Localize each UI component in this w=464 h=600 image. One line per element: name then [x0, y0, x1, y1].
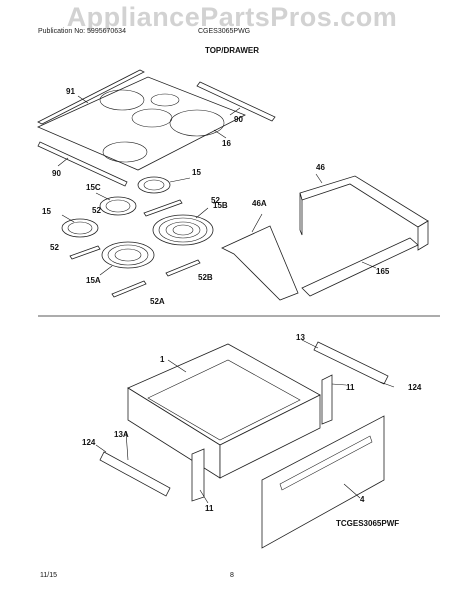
rail-165 — [301, 237, 419, 297]
element-15c — [137, 176, 171, 194]
label-52a: 52A — [150, 297, 165, 306]
label-15b: 15B — [213, 201, 228, 210]
label-4: 4 — [360, 495, 365, 504]
label-1: 1 — [160, 355, 165, 364]
bracket-52-left — [69, 245, 101, 260]
publication-number: Publication No: 5995670634 — [38, 28, 126, 35]
label-165: 165 — [376, 267, 390, 276]
bracket-52b — [165, 259, 201, 277]
label-15c: 15C — [86, 183, 101, 192]
element-15-left — [99, 196, 137, 216]
trim-90-front — [37, 141, 128, 187]
slide-13 — [313, 341, 389, 385]
label-11-left: 11 — [205, 504, 214, 513]
drawer-front — [261, 415, 385, 549]
label-90-rear: 90 — [234, 115, 243, 124]
label-52-right: 52 — [211, 196, 220, 205]
label-11-right: 11 — [346, 383, 355, 392]
slide-13a — [99, 451, 171, 497]
leader-lines — [57, 95, 395, 504]
label-13: 13 — [296, 333, 305, 342]
page-number: 8 — [230, 572, 234, 579]
element-15-small — [61, 218, 99, 238]
label-15-top: 15 — [192, 168, 201, 177]
drawer-body — [127, 343, 321, 479]
model-number: CGES3065PWG — [198, 28, 251, 35]
bracket-52-right — [143, 199, 183, 217]
label-124-left: 124 — [82, 438, 96, 447]
watermark: AppliancePartsPros.com — [66, 2, 398, 32]
label-124-right: 124 — [408, 383, 422, 392]
rail-46a — [221, 225, 299, 301]
label-52-mid: 52 — [92, 206, 101, 215]
label-13a: 13A — [114, 430, 129, 439]
trim-90-rear — [196, 81, 276, 122]
diagram-code: TCGES3065PWF — [336, 519, 399, 528]
trim-91 — [37, 69, 145, 125]
label-46a: 46A — [252, 199, 267, 208]
cooktop-glass — [37, 76, 246, 171]
label-46: 46 — [316, 163, 325, 172]
section-title: TOP/DRAWER — [204, 46, 260, 55]
bracket-52a — [111, 280, 147, 298]
label-90-front: 90 — [52, 169, 61, 178]
footer-date: 11/15 — [40, 572, 57, 579]
label-16: 16 — [222, 139, 231, 148]
frame-46 — [299, 175, 429, 251]
label-52b: 52B — [198, 273, 213, 282]
label-52-left: 52 — [50, 243, 59, 252]
label-91: 91 — [66, 87, 75, 96]
element-15a — [101, 241, 155, 269]
element-15b — [152, 214, 214, 246]
label-15-left: 15 — [42, 207, 51, 216]
label-15a: 15A — [86, 276, 101, 285]
bracket-11-right — [321, 374, 333, 425]
